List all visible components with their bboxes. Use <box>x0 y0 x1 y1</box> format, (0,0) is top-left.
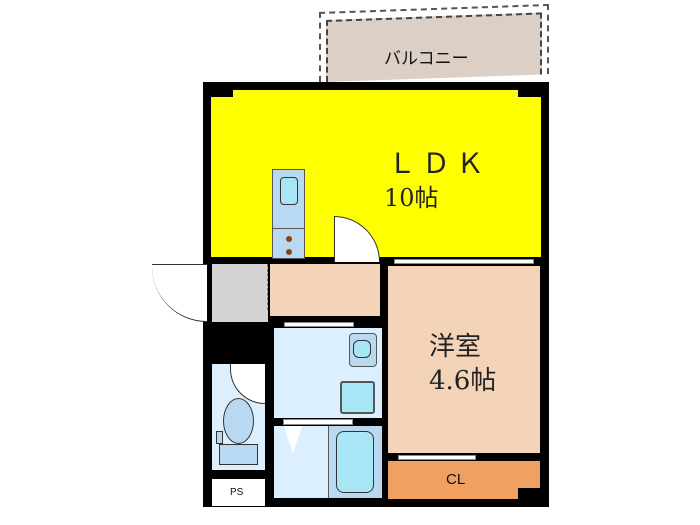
entrance-door-swing[interactable] <box>152 264 207 322</box>
counter-divider <box>272 228 305 229</box>
ldk-name: ＬＤＫ <box>388 147 491 180</box>
entrance-hall <box>212 264 268 310</box>
closet <box>388 461 540 499</box>
toilet-bowl-icon <box>223 398 254 444</box>
washroom-door[interactable] <box>284 322 354 327</box>
pipe-space-label: PS <box>230 487 244 498</box>
shower-icon <box>284 426 302 454</box>
ldk-size: 10帖 <box>384 184 439 212</box>
western-room <box>388 266 540 453</box>
pipe-space <box>212 479 265 506</box>
ldk-room <box>211 97 541 257</box>
western-room-size: 4.6帖 <box>429 366 497 396</box>
washbasin-bowl-icon <box>353 340 371 358</box>
washing-machine-icon <box>340 381 375 414</box>
closet-door[interactable] <box>398 455 476 460</box>
closet-column <box>518 488 540 499</box>
closet-label: CL <box>446 471 466 488</box>
western-room-name: 洋室 <box>429 332 482 362</box>
balcony-label: バルコニー <box>384 49 469 68</box>
bathtub-icon <box>336 431 374 493</box>
hallway <box>270 264 380 316</box>
ldk-alcove <box>233 90 518 98</box>
toilet-tank-icon <box>219 444 258 465</box>
western-room-sliding-door[interactable] <box>394 259 534 264</box>
sink-icon <box>280 177 298 205</box>
stove-burner-icon <box>286 249 292 255</box>
bath-door[interactable] <box>283 419 353 425</box>
toilet-paper-icon <box>216 431 223 444</box>
stove-burner-icon <box>286 236 292 242</box>
